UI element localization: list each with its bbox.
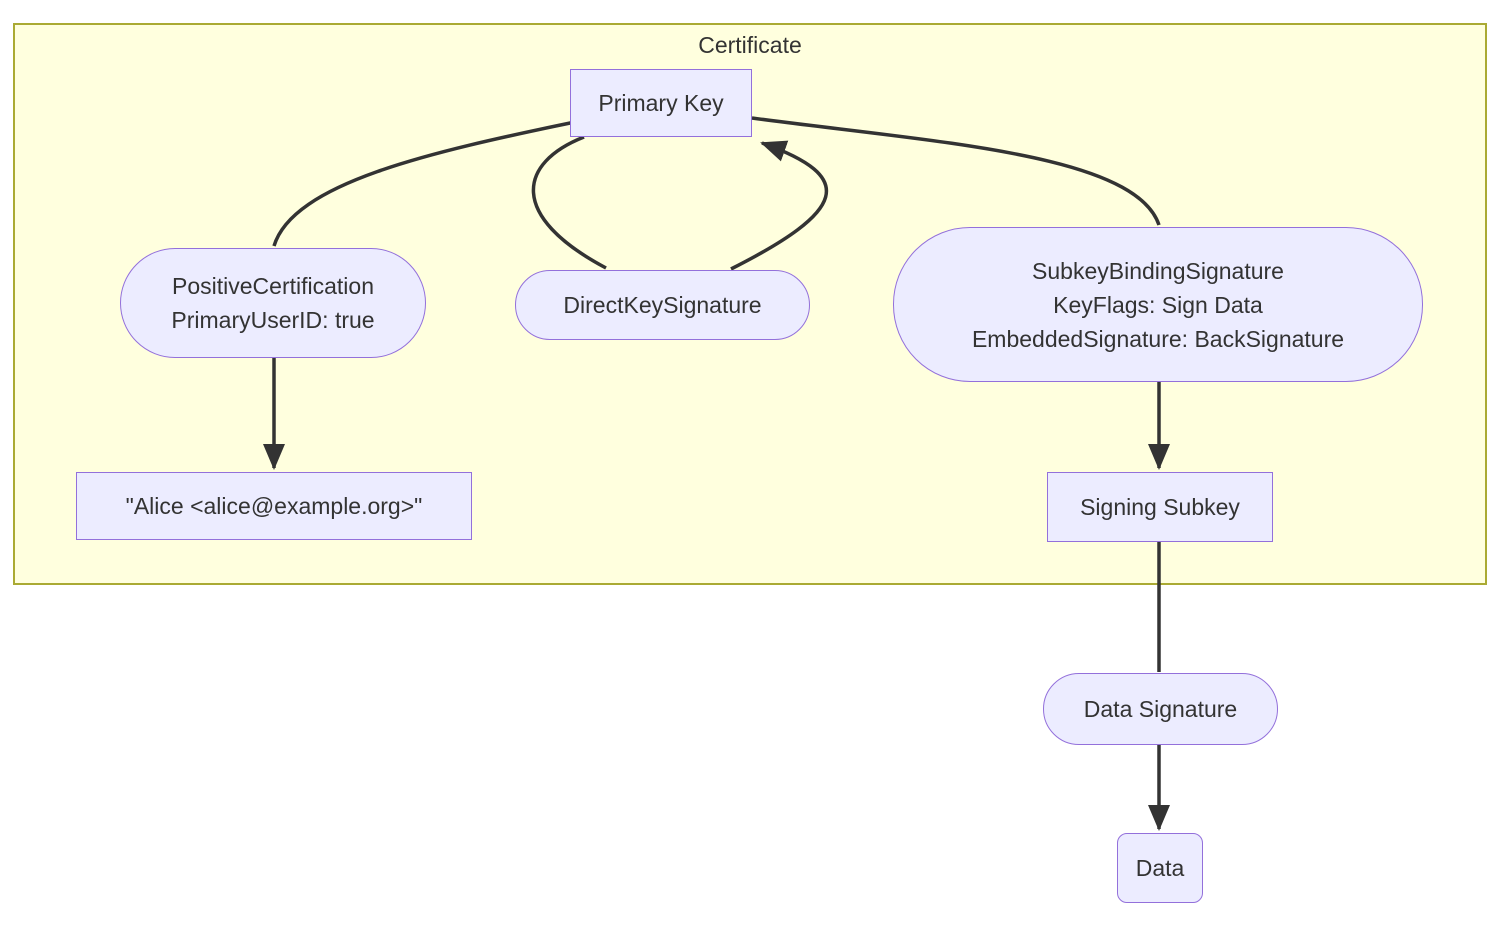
node-direct-key-signature: DirectKeySignature [515, 270, 810, 340]
node-data: Data [1117, 833, 1203, 903]
node-signing-subkey: Signing Subkey [1047, 472, 1273, 542]
node-positive-certification-line1: PositiveCertification [172, 273, 374, 299]
node-subkey-binding-signature: SubkeyBindingSignature KeyFlags: Sign Da… [893, 227, 1423, 382]
node-data-signature-label: Data Signature [1083, 696, 1238, 722]
node-data-label: Data [1135, 855, 1185, 881]
node-subkey-binding-signature-line2: KeyFlags: Sign Data [1053, 291, 1263, 318]
edge-primarykey-to-directkeysignature [531, 135, 607, 270]
node-signing-subkey-label: Signing Subkey [1080, 494, 1240, 520]
cluster-title: Certificate [698, 32, 802, 58]
node-user-id-label: "Alice <alice@example.org>" [125, 493, 423, 519]
edge-directkeysignature-to-primarykey [730, 140, 829, 271]
node-subkey-binding-signature-line3: EmbeddedSignature: BackSignature [971, 325, 1345, 352]
node-direct-key-signature-label: DirectKeySignature [563, 292, 762, 318]
node-user-id: "Alice <alice@example.org>" [76, 472, 472, 540]
node-primary-key: Primary Key [570, 69, 752, 137]
node-data-signature: Data Signature [1043, 673, 1278, 745]
edge-primarykey-to-subkeybindingsignature [751, 116, 1161, 226]
edge-primarykey-to-positivecertification [272, 120, 576, 247]
node-subkey-binding-signature-line1: SubkeyBindingSignature [1032, 257, 1284, 284]
node-positive-certification: PositiveCertification PrimaryUserID: tru… [120, 248, 426, 358]
node-primary-key-label: Primary Key [598, 90, 724, 116]
node-positive-certification-line2: PrimaryUserID: true [171, 307, 375, 333]
